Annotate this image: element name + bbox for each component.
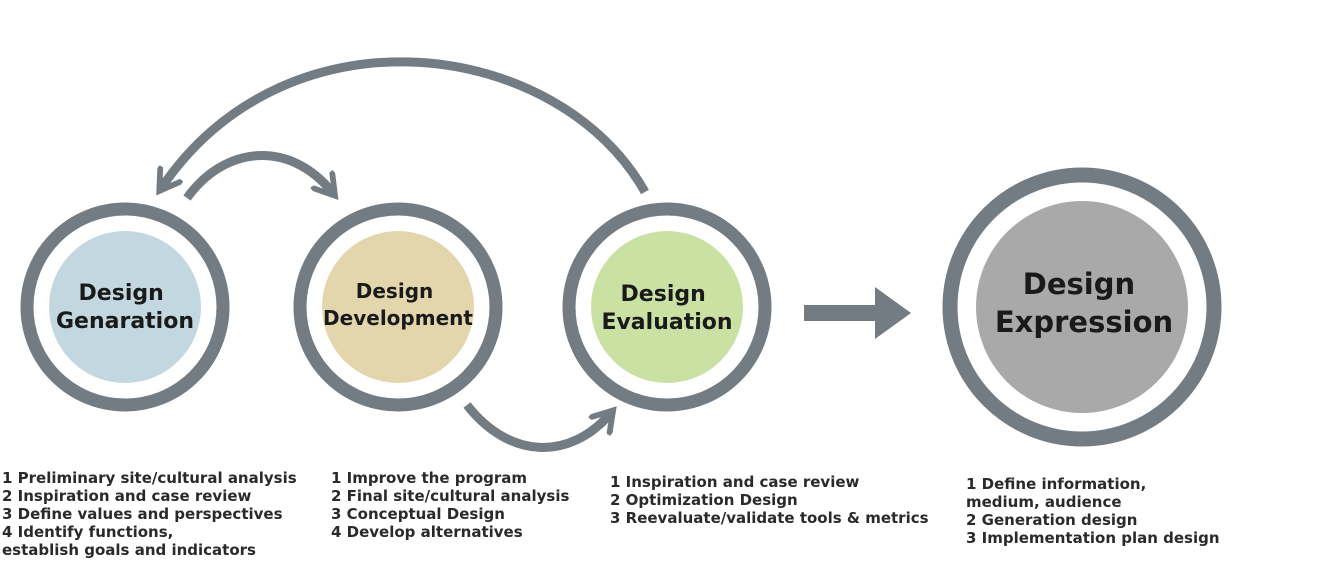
node-fill [591, 231, 743, 383]
list-item: 1 Improve the program [331, 469, 528, 487]
list-item: 3 Reevaluate/validate tools & metrics [610, 509, 929, 527]
development-step-list: 1 Improve the program 2 Final site/cultu… [331, 469, 569, 541]
list-item: medium, audience [966, 493, 1122, 511]
node-label-line: Design [79, 281, 164, 306]
list-item: 2 Generation design [966, 511, 1138, 529]
evaluation-to-expression-arrow [804, 287, 911, 339]
feedback-arc-arrow [162, 57, 649, 192]
evaluation-step-list: 1 Inspiration and case review 2 Optimiza… [610, 473, 929, 527]
node-fill [322, 231, 474, 383]
list-item: 3 Conceptual Design [331, 505, 505, 523]
list-item: 4 Identify functions, [2, 523, 174, 541]
svg-text:Design Evaluation: Design Evaluation [601, 282, 732, 335]
generation-step-list: 1 Preliminary site/cultural analysis 2 I… [2, 469, 297, 559]
node-label-line: Expression [995, 305, 1173, 339]
svg-text:Design Development: Design Development [323, 279, 473, 330]
generation-to-development-arrow [183, 151, 332, 201]
list-item: 2 Optimization Design [610, 491, 798, 509]
list-item: 1 Define information, [966, 475, 1147, 493]
expression-step-list: 1 Define information, medium, audience 2… [966, 475, 1220, 547]
list-item: 3 Define values and perspectives [2, 505, 283, 523]
node-label-line: Genaration [56, 309, 194, 334]
node-label-line: Development [323, 306, 473, 330]
node-design-evaluation: Design Evaluation [562, 202, 772, 412]
development-to-evaluation-arrow [463, 402, 610, 452]
node-design-generation: Design Genaration [20, 202, 230, 412]
list-item: establish goals and indicators [2, 541, 256, 559]
list-item: 2 Final site/cultural analysis [331, 487, 570, 505]
list-item: 3 Implementation plan design [966, 529, 1220, 547]
node-design-expression: Design Expression [942, 167, 1222, 447]
list-item: 4 Develop alternatives [331, 523, 523, 541]
node-design-development: Design Development [293, 202, 503, 412]
svg-text:Design Genaration: Design Genaration [56, 281, 194, 334]
svg-text:Design Expression: Design Expression [995, 267, 1173, 339]
list-item: 1 Inspiration and case review [610, 473, 860, 491]
node-label-line: Evaluation [601, 310, 732, 335]
node-label-line: Design [621, 282, 706, 307]
list-item: 1 Preliminary site/cultural analysis [2, 469, 297, 487]
node-label-line: Design [1023, 267, 1135, 301]
node-fill [49, 231, 201, 383]
node-label-line: Design [356, 279, 433, 303]
node-fill [976, 201, 1188, 413]
list-item: 2 Inspiration and case review [2, 487, 252, 505]
